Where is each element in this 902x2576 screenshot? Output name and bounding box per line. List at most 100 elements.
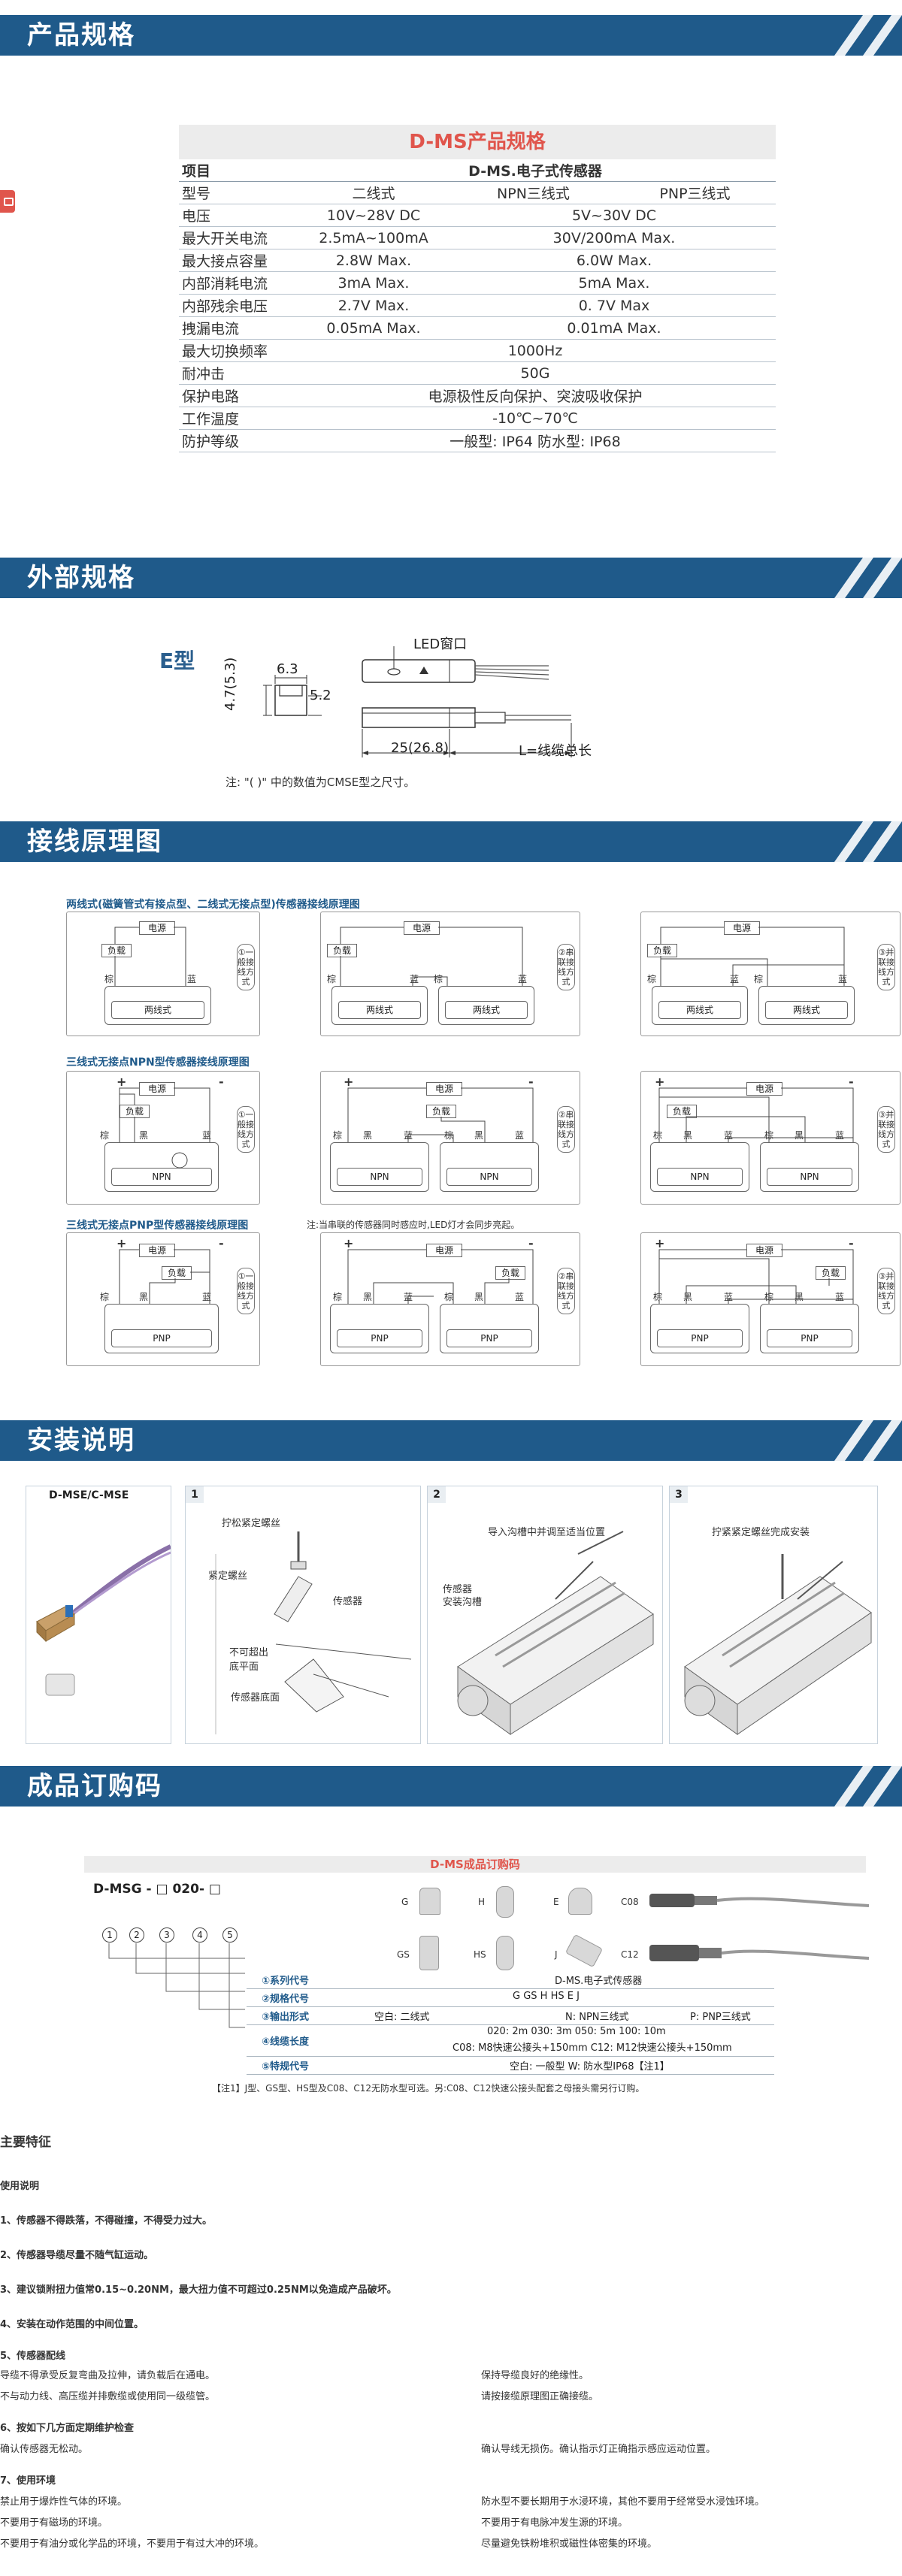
wiring-mode-tag: ①一般接线方式 [237, 1268, 255, 1314]
sensor-npn: NPN [330, 1142, 429, 1192]
table-cell: 内部消耗电流 [179, 271, 295, 295]
connector-label: HS [474, 1949, 486, 1960]
sensor-pnp: PNP [104, 1304, 219, 1353]
table-row: 型号 二线式 NPN三线式 PNP三线式 [179, 181, 776, 204]
minus-sign: - [849, 1075, 854, 1089]
table-cell: 耐冲击 [179, 361, 295, 385]
feature-detail: 不要用于有电脉冲发生源的环境。 [481, 2517, 628, 2529]
install-panel-product: D-MSE/C-MSE [26, 1486, 171, 1744]
wiring-diagram-2wire-3: ③并联接线方式 电源 负载 棕 蓝 棕 蓝 两线式 两线式 [640, 912, 900, 1036]
black-wire-label: 黑 [139, 1130, 149, 1141]
feature-detail: 不要用于有油分或化学品的环境，不要用于有过大冲的环境。 [0, 2538, 265, 2550]
connector-c12-icon [649, 1945, 870, 1961]
connector-e-icon [568, 1888, 592, 1915]
dim-5-2: 5.2 [310, 688, 331, 703]
brown-wire-label: 棕 [653, 1292, 663, 1302]
header-stripe-icon [834, 1766, 902, 1807]
order-row-key: ②规格代号 [262, 1994, 310, 2005]
order-row: ②规格代号 G GS H HS E J [247, 1988, 774, 2007]
order-row-value: 020: 2m 030: 3m 050: 5m 100: 10m [487, 2026, 666, 2037]
black-wire-label: 黑 [683, 1130, 693, 1141]
wiring-mode-tag: ②串联接线方式 [557, 944, 575, 990]
sensor-label: 两线式 [765, 1001, 848, 1019]
feature-item: 4、安装在动作范围的中间位置。 [0, 2319, 144, 2330]
header-stripe-icon [834, 1420, 902, 1461]
black-wire-label: 黑 [363, 1292, 373, 1302]
table-row: 工作温度-10℃~70℃ [179, 407, 776, 430]
feature-item: 3、建议锁附扭力值常0.15~0.20NM，最大扭力值不可超过0.25NM以免造… [0, 2284, 397, 2296]
black-wire-label: 黑 [363, 1130, 373, 1141]
table-cell: D-MS.电子式传感器 [295, 159, 776, 182]
sensor-pnp: PNP [330, 1304, 429, 1353]
wiring-lines [119, 1087, 210, 1169]
wiring-lines [347, 1087, 534, 1142]
install-panel-step1: 1 拧松紧定螺丝 紧定螺丝 传感器 不可超出底平面 传感器底面 [185, 1486, 421, 1744]
black-wire-label: 黑 [139, 1292, 149, 1302]
brown-wire-label: 棕 [444, 1130, 454, 1141]
sensor-2wire: 两线式 [438, 986, 534, 1025]
feature-detail: 禁止用于爆炸性气体的环境。 [0, 2496, 128, 2508]
feature-detail: 确认传感器无松动。 [0, 2444, 89, 2455]
table-cell: 50G [295, 361, 776, 385]
table-cell: 最大开关电流 [179, 226, 295, 249]
section-title: 接线原理图 [27, 827, 162, 857]
table-cell: 3mA Max. [295, 271, 453, 295]
sensor-label: 两线式 [111, 1001, 204, 1019]
wiring-group1-title: 两线式(磁簧管式有接点型、二线式无接点型)传感器接线原理图 [66, 899, 360, 911]
install-panel-step2: 2 导入沟槽中并调至适当位置 传感器 安装沟槽 [427, 1486, 663, 1744]
brown-wire-label: 棕 [653, 1130, 663, 1141]
section-header-wiring: 接线原理图 [0, 821, 902, 862]
connector-label: GS [397, 1949, 410, 1960]
wiring-lines [340, 927, 523, 986]
order-row-value: 空白: 一般型 W: 防水型IP68【注1】 [510, 2061, 670, 2073]
wiring-diagram-npn-1: ①一般接线方式 + - 电源 负载 棕 黑 蓝 NPN [66, 1071, 260, 1205]
black-wire-label: 黑 [683, 1292, 693, 1302]
order-row-key: ⑤特规代号 [262, 2061, 310, 2073]
wiring-mode-tag: ③并联接线方式 [877, 1268, 895, 1314]
side-tab[interactable] [0, 190, 15, 213]
sensor-npn: NPN [760, 1142, 859, 1192]
table-cell: 10V~28V DC [295, 204, 453, 227]
plus-sign: + [655, 1075, 665, 1089]
order-title: D-MS成品订购码 [430, 1858, 520, 1871]
step1-illustration [215, 1531, 412, 1734]
table-row: 保护电路电源极性反向保护、突波吸收保护 [179, 384, 776, 407]
order-row-value: N: NPN三线式 [565, 2012, 629, 2023]
feature-detail: 不要用于有磁场的环境。 [0, 2517, 108, 2529]
order-row: ④线缆长度 020: 2m 030: 3m 050: 5m 100: 10m C… [247, 2024, 774, 2057]
table-cell: 6.0W Max. [453, 249, 776, 272]
features-title: 主要特征 [0, 2135, 51, 2150]
minus-sign: - [849, 1236, 854, 1250]
wiring-lines [658, 1087, 854, 1142]
feature-item: 6、按如下几方面定期维护检查 [0, 2423, 135, 2434]
table-cell: 2.8W Max. [295, 249, 453, 272]
order-row: ③输出形式 空白: 二线式 N: NPN三线式 P: PNP三线式 [247, 2006, 774, 2025]
sensor-npn: NPN [104, 1142, 219, 1192]
blue-wire-label: 蓝 [730, 974, 740, 984]
dim-4-7: 4.7(5.3) [222, 657, 238, 711]
wiring-lines [658, 1249, 854, 1304]
header-stripe-icon [834, 821, 902, 862]
blue-wire-label: 蓝 [202, 1292, 212, 1302]
table-cell: 一般型: IP64 防水型: IP68 [295, 429, 776, 452]
table-cell: 5V~30V DC [453, 204, 776, 227]
wiring-group2-title: 三线式无接点NPN型传感器接线原理图 [66, 1057, 250, 1069]
feature-detail: 不与动力线、高压缆并排敷缆或使用同一级缆管。 [0, 2391, 216, 2402]
black-wire-label: 黑 [474, 1292, 484, 1302]
sensor-2wire: 两线式 [104, 986, 211, 1025]
connector-c08-icon [649, 1894, 870, 1907]
power-box: 电源 [746, 1244, 782, 1257]
table-cell: 2.5mA~100mA [295, 226, 453, 249]
table-cell: 5mA Max. [453, 271, 776, 295]
order-row-key: ①系列代号 [262, 1976, 310, 1987]
wiring-mode-tag: ③并联接线方式 [877, 944, 895, 990]
power-box: 电源 [139, 1244, 175, 1257]
wiring-diagram-pnp-2: ②串联接线方式 + - 电源 负载 棕 黑 蓝 棕 黑 蓝 PNP PNP [320, 1232, 580, 1366]
table-cell: 二线式 [295, 181, 453, 204]
wiring-diagram-2wire-2: ②串联接线方式 电源 负载 棕 蓝 棕 蓝 两线式 两线式 [320, 912, 580, 1036]
power-box: 电源 [426, 1082, 462, 1096]
section-header-install: 安装说明 [0, 1420, 902, 1461]
